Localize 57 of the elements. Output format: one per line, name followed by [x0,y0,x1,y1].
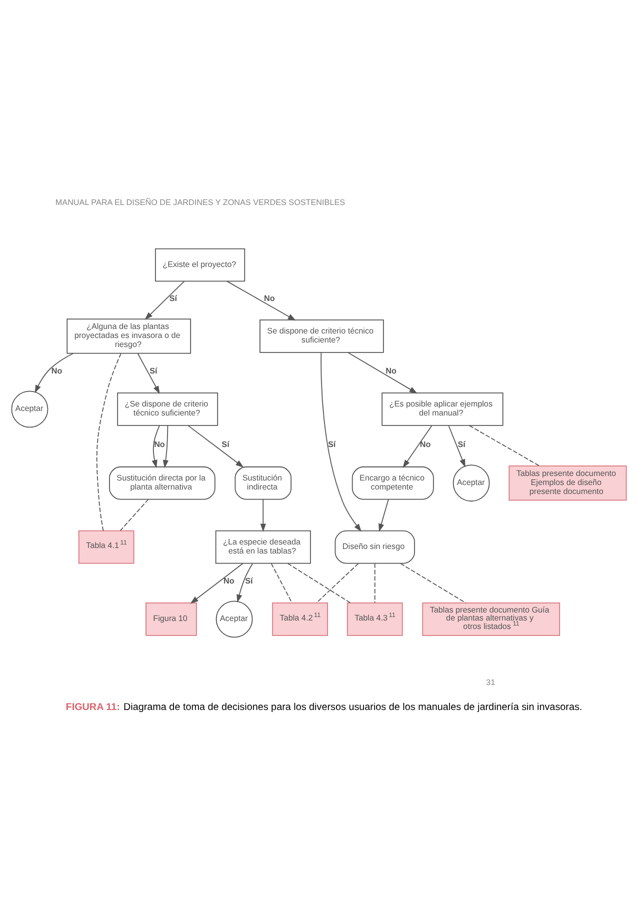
edge-label: No [386,366,396,375]
connector [468,424,540,466]
label: MANUAL PARA EL DISEÑO DE JARDINES Y ZONAS VERDES SOSTENIBLES [55,197,346,206]
edge-label: No [154,440,165,449]
arrow [347,352,418,394]
node-box: Diseño sin riesgo [334,530,415,564]
arrow [448,424,466,467]
node-box: Tabla 4.1$^{11}$ [78,530,134,564]
edge-label: Sí [150,366,158,375]
edge-label: No [51,366,62,375]
node-box: Figura 10 [146,602,197,636]
arrow [378,498,389,532]
connector [96,352,122,531]
edge-label: No [264,294,275,303]
label: 31 [486,678,496,687]
arrow [402,424,432,468]
arrow [152,424,160,468]
node-circle: Aceptar [452,464,490,502]
arrow [34,352,74,393]
caption: FIGURA 11: Diagrama de toma de decisiones para los diversos usuarios de los manuales de jardinería sin invasoras. [66,702,582,713]
node-circle: Aceptar [11,390,48,428]
node-box: ¿Alguna de las plantas proyectadas es invasora o de riesgo? [66,318,192,354]
node-box: ¿Se dispone de criterio técnico suficiente? [117,392,218,426]
node-box: Encargo a técnico competente [352,466,434,500]
node-box: Sustitución indirecta [234,466,292,500]
arrow [137,352,160,394]
connector [374,562,376,603]
arrow [236,562,253,602]
node-box: Tablas presente documento Ejemplos de diseño presente documento [508,465,627,500]
edge-label: Sí [328,440,336,449]
node-circle: Aceptar [216,600,253,638]
node-box: Tablas presente documento Guía de plantas alternativas y otros listados$^{11}$ [422,602,560,636]
arrow [226,280,296,320]
connector [120,498,149,530]
edge-label: No [420,440,431,449]
node-box: Se dispone de criterio técnico suficiente? [260,319,384,352]
node-box: ¿La especie deseada está en las tablas? [215,530,311,564]
arrow [188,424,244,468]
arrow [144,280,185,320]
edge-label: Sí [169,294,178,303]
node-box: Sustitución directa por la planta alternativa [109,466,216,500]
node-box: ¿Es posible aplicar ejemplos del manual? [382,392,504,426]
connector [316,562,359,603]
arrow [162,424,169,468]
connector [270,562,292,603]
node-box: ¿Existe el proyecto? [154,248,246,282]
edge-label: Sí [222,440,230,449]
connector [287,562,351,603]
edge-label: No [223,576,234,585]
node-box: Tabla 4.3$^{11}$ [346,602,403,636]
connector [400,562,466,603]
arrow [190,562,244,604]
arrow [320,352,362,532]
edge-label: Sí [458,440,466,449]
edge-label: Sí [245,576,253,585]
arrow [260,498,266,532]
node-box: Tabla 4.2$^{11}$ [272,602,328,636]
